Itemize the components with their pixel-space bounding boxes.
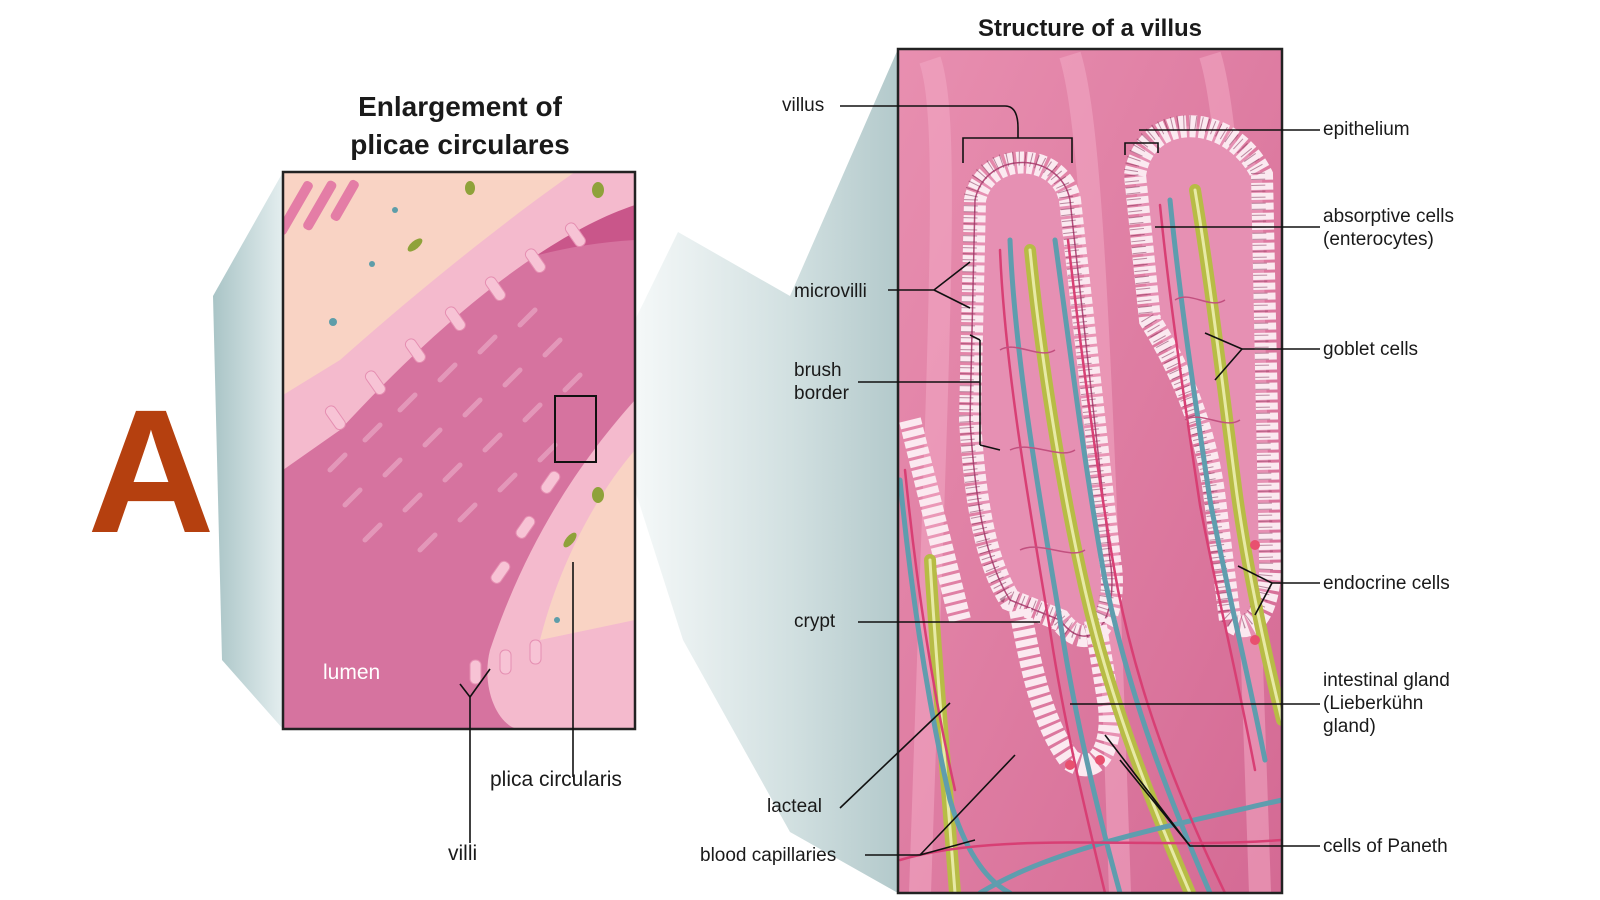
- villus-frame: [896, 47, 1284, 895]
- villus-label: villus: [782, 95, 825, 116]
- zoom-funnel-right: [635, 49, 898, 893]
- epithelium-label: epithelium: [1323, 119, 1410, 140]
- lacteal-label: lacteal: [767, 796, 822, 817]
- plicae-illustration: [283, 172, 635, 729]
- cells-of-paneth-label: cells of Paneth: [1323, 836, 1448, 857]
- zoom-box: [554, 395, 597, 463]
- plicae-title: Enlargement of plicae circulares: [350, 91, 570, 160]
- villi-label: villi: [448, 842, 478, 865]
- goblet-cells-label: goblet cells: [1323, 339, 1419, 360]
- microvilli-label: microvilli: [794, 281, 867, 302]
- absorptive-cells-label: absorptive cells (enterocytes): [1323, 206, 1454, 250]
- blood-capillaries-label: blood capillaries: [700, 845, 837, 866]
- brush-border-label: brush border: [794, 360, 849, 404]
- intestinal-gland-label: intestinal gland (Lieberkühn gland): [1323, 670, 1450, 737]
- plicae-frame: [281, 170, 637, 731]
- crypt-label: crypt: [794, 611, 836, 632]
- lumen-label: lumen: [323, 661, 381, 684]
- plica-circularis-label: plica circularis: [490, 768, 622, 791]
- villus-title: Structure of a villus: [977, 15, 1203, 42]
- villus-illustration: [898, 49, 1282, 893]
- zoom-funnel-left: [213, 172, 283, 729]
- leader-lines: [459, 105, 1320, 856]
- endocrine-cells-label: endocrine cells: [1323, 573, 1450, 594]
- panel-letter: A: [87, 374, 215, 570]
